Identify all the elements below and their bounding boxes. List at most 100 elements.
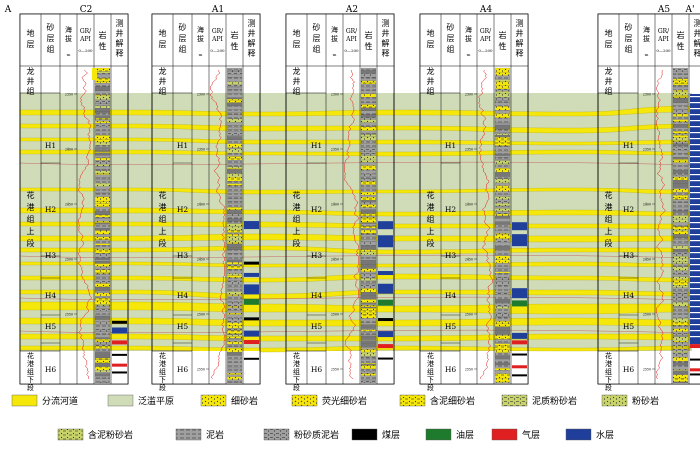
- interp-band: [690, 359, 700, 361]
- lithology-column: [361, 68, 376, 383]
- interp-band: [512, 374, 527, 376]
- interp-stripe: [690, 180, 700, 181]
- svg-text:井: 井: [116, 28, 124, 38]
- interp-stripe: [690, 330, 700, 331]
- interp-band: [112, 327, 127, 333]
- sand-group-label: H1: [45, 141, 56, 150]
- depth-tick-label: 2550: [197, 368, 205, 372]
- legend-item: 分流河道: [12, 395, 78, 407]
- depth-tick-label: 2550: [331, 368, 339, 372]
- svg-text:层: 层: [293, 40, 301, 49]
- interp-band: [690, 344, 700, 348]
- sand-group-label: H5: [623, 322, 635, 331]
- depth-tick-label: 2300: [643, 93, 651, 97]
- svg-text:花: 花: [293, 351, 300, 360]
- svg-text:段: 段: [427, 383, 434, 392]
- interp-band: [378, 271, 393, 275]
- svg-text:花: 花: [427, 190, 435, 200]
- panel-header-bg: [286, 14, 394, 93]
- svg-text:测: 测: [116, 19, 124, 28]
- svg-text:测: 测: [694, 19, 700, 28]
- header-elevation-unit: m: [67, 52, 71, 57]
- svg-text:组: 组: [159, 86, 167, 96]
- svg-text:岩: 岩: [677, 30, 685, 40]
- svg-text:组: 组: [605, 214, 613, 224]
- interp-stripe: [690, 120, 700, 121]
- legend-label: 含泥细砂岩: [430, 395, 475, 407]
- interp-stripe: [690, 252, 700, 253]
- legend-item: 细砂岩: [201, 395, 258, 407]
- interp-stripe: [690, 198, 700, 199]
- interp-band: [112, 321, 127, 324]
- svg-text:花: 花: [159, 190, 167, 200]
- header-gr-b: API: [345, 36, 357, 43]
- svg-text:龙: 龙: [293, 66, 301, 76]
- interp-band: [244, 299, 259, 305]
- legend-item: 煤层: [352, 429, 400, 441]
- section-end-right: A': [685, 5, 695, 15]
- svg-text:岩: 岩: [365, 30, 373, 40]
- svg-text:段: 段: [605, 383, 612, 392]
- svg-text:地: 地: [293, 28, 301, 38]
- svg-text:层: 层: [313, 34, 321, 43]
- legend-item: 气层: [492, 429, 540, 441]
- svg-text:地: 地: [159, 28, 167, 38]
- header-sand-group: 砂层组: [625, 22, 633, 54]
- svg-text:砂: 砂: [313, 22, 321, 32]
- header-sand-group: 砂层组: [47, 22, 55, 54]
- interp-stripe: [690, 216, 700, 217]
- svg-text:层: 层: [179, 34, 187, 43]
- interp-stripe: [690, 138, 700, 139]
- svg-text:花: 花: [605, 190, 613, 200]
- svg-text:段: 段: [159, 383, 166, 392]
- formation-longjing: 龙井组: [293, 66, 301, 96]
- depth-tick-label: 2450: [643, 258, 651, 262]
- svg-text:上: 上: [605, 227, 613, 236]
- svg-text:港: 港: [605, 202, 613, 212]
- legend-item: 含泥细砂岩: [400, 395, 475, 407]
- header-gr-a: GR/: [658, 28, 670, 35]
- svg-text:海: 海: [197, 25, 204, 34]
- well-name: A1: [211, 5, 224, 15]
- panel-header-bg: [20, 14, 128, 93]
- svg-text:段: 段: [27, 383, 34, 392]
- legend-item: 水层: [566, 429, 614, 441]
- svg-text:组: 组: [605, 367, 612, 376]
- interp-stripe: [690, 258, 700, 259]
- legend-label: 水层: [596, 429, 614, 441]
- interp-stripe: [690, 192, 700, 193]
- interp-stripe: [690, 246, 700, 247]
- legend-label: 荧光细砂岩: [322, 395, 367, 407]
- interp-stripe: [690, 264, 700, 265]
- svg-text:解: 解: [694, 38, 700, 48]
- interp-stripe: [690, 168, 700, 169]
- depth-tick-label: 2500: [643, 313, 651, 317]
- depth-tick-label: 2300: [331, 93, 339, 97]
- interp-stripe: [690, 204, 700, 205]
- interp-stripe: [690, 156, 700, 157]
- legend: 分流河道泛滥平原细砂岩荧光细砂岩含泥细砂岩泥质粉砂岩粉砂岩含泥粉砂岩泥岩粉砂质泥…: [12, 395, 659, 441]
- interp-stripe: [690, 144, 700, 145]
- sand-group-label: H1: [311, 141, 322, 150]
- depth-tick-label: 2550: [65, 313, 73, 317]
- formation-longjing: 龙井组: [427, 66, 435, 96]
- svg-text:解: 解: [248, 38, 256, 48]
- svg-text:下: 下: [427, 376, 434, 384]
- interp-stripe: [690, 114, 700, 115]
- svg-text:性: 性: [99, 41, 107, 51]
- sand-group-label: H2: [445, 205, 457, 214]
- svg-text:井: 井: [27, 76, 35, 86]
- svg-text:组: 组: [47, 44, 55, 54]
- lithology-column: [95, 68, 110, 383]
- legend-item: 泥质粉砂岩: [502, 395, 577, 407]
- svg-text:组: 组: [427, 214, 435, 224]
- depth-tick-label: 2300: [465, 93, 473, 97]
- header-gr-b: API: [479, 36, 491, 43]
- legend-swatch: [566, 429, 591, 440]
- svg-text:段: 段: [27, 238, 35, 248]
